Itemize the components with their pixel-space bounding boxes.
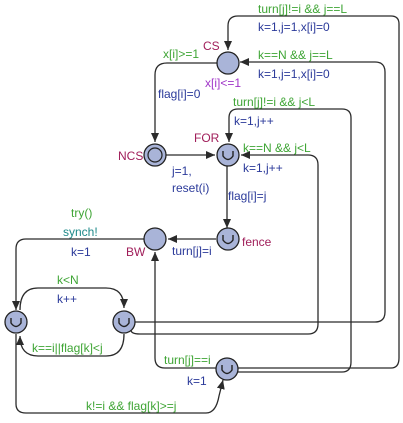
urgent-u-icon [222,235,234,245]
guard-rightmid-for: k==N && j<L [243,141,311,155]
edge-rightmid-to-leftmid[interactable] [16,333,125,357]
urgent-u-icon [118,318,130,328]
location-fence[interactable] [216,227,240,251]
update-bw-leftmid: k=1 [71,245,91,259]
location-name-for: FOR [194,131,220,145]
guard-leftmid-rightmid: k<N [57,273,79,287]
edge-cs-to-ncs[interactable] [151,62,219,142]
location-bottom[interactable] [215,357,239,381]
urgent-u-icon [222,151,234,161]
guard-leftmid-bottom: k!=i && flag[k]>=j [86,399,176,413]
location-name-bw: BW [126,245,146,259]
urgent-u-icon [221,365,233,375]
edge-bottom-to-bw[interactable] [151,252,216,369]
update-fence-bw: turn[j]=i [172,244,212,258]
location-right-mid[interactable] [112,310,136,334]
location-name-cs: CS [203,39,220,53]
guard-cs-ncs: x[i]>=1 [163,47,199,61]
guard-top-loop: turn[j]!=i && j==L [258,2,347,16]
update-cs-ncs: flag[i]=0 [158,87,201,101]
sync-bw-leftmid: synch! [63,225,98,239]
location-for[interactable] [216,143,240,167]
guard-rightmid-leftmid: k==i||flag[k]<j [32,341,103,355]
edge-leftmid-to-rightmid[interactable] [19,287,128,311]
guard-bottom-for: turn[j]!=i && j<L [233,95,315,109]
urgent-u-icon [10,318,22,328]
update-bottom-for: k=1,j++ [234,114,274,128]
update-ncs-for-1: j=1, [171,164,192,178]
guard-bw-leftmid: try() [71,206,92,220]
edge-top-loop[interactable] [224,15,400,369]
edge-leftmid-to-bottom[interactable] [15,334,225,414]
update-bottom-bw: k=1 [187,374,207,388]
location-name-ncs: NCS [118,149,143,163]
update-top-loop: k=1,j=1,x[i]=0 [258,20,330,34]
update-rightmid-for: k=1,j++ [243,161,283,175]
update-leftmid-rightmid: k++ [57,292,77,306]
edge-rightmid-to-cs[interactable] [135,58,386,323]
location-name-fence: fence [242,235,272,249]
edge-bottom-to-for[interactable] [225,108,352,373]
invariant-cs: x[i]<=1 [205,76,241,90]
update-ncs-for-2: reset(i) [172,181,209,195]
edge-rightmid-to-for[interactable] [130,151,319,335]
guard-rightmid-cs: k==N && j==L [258,48,333,62]
edge-bw-to-leftmid[interactable] [12,238,155,310]
initial-marker-icon [147,147,163,163]
location-left-mid[interactable] [4,310,28,334]
location-cs[interactable] [216,51,240,75]
guard-bottom-bw: turn[j]==i [164,353,211,367]
update-rightmid-cs: k=1,j=1,x[i]=0 [258,67,330,81]
location-bw[interactable] [143,227,167,251]
update-for-fence: flag[i]=j [228,189,266,203]
location-ncs[interactable] [143,143,167,167]
